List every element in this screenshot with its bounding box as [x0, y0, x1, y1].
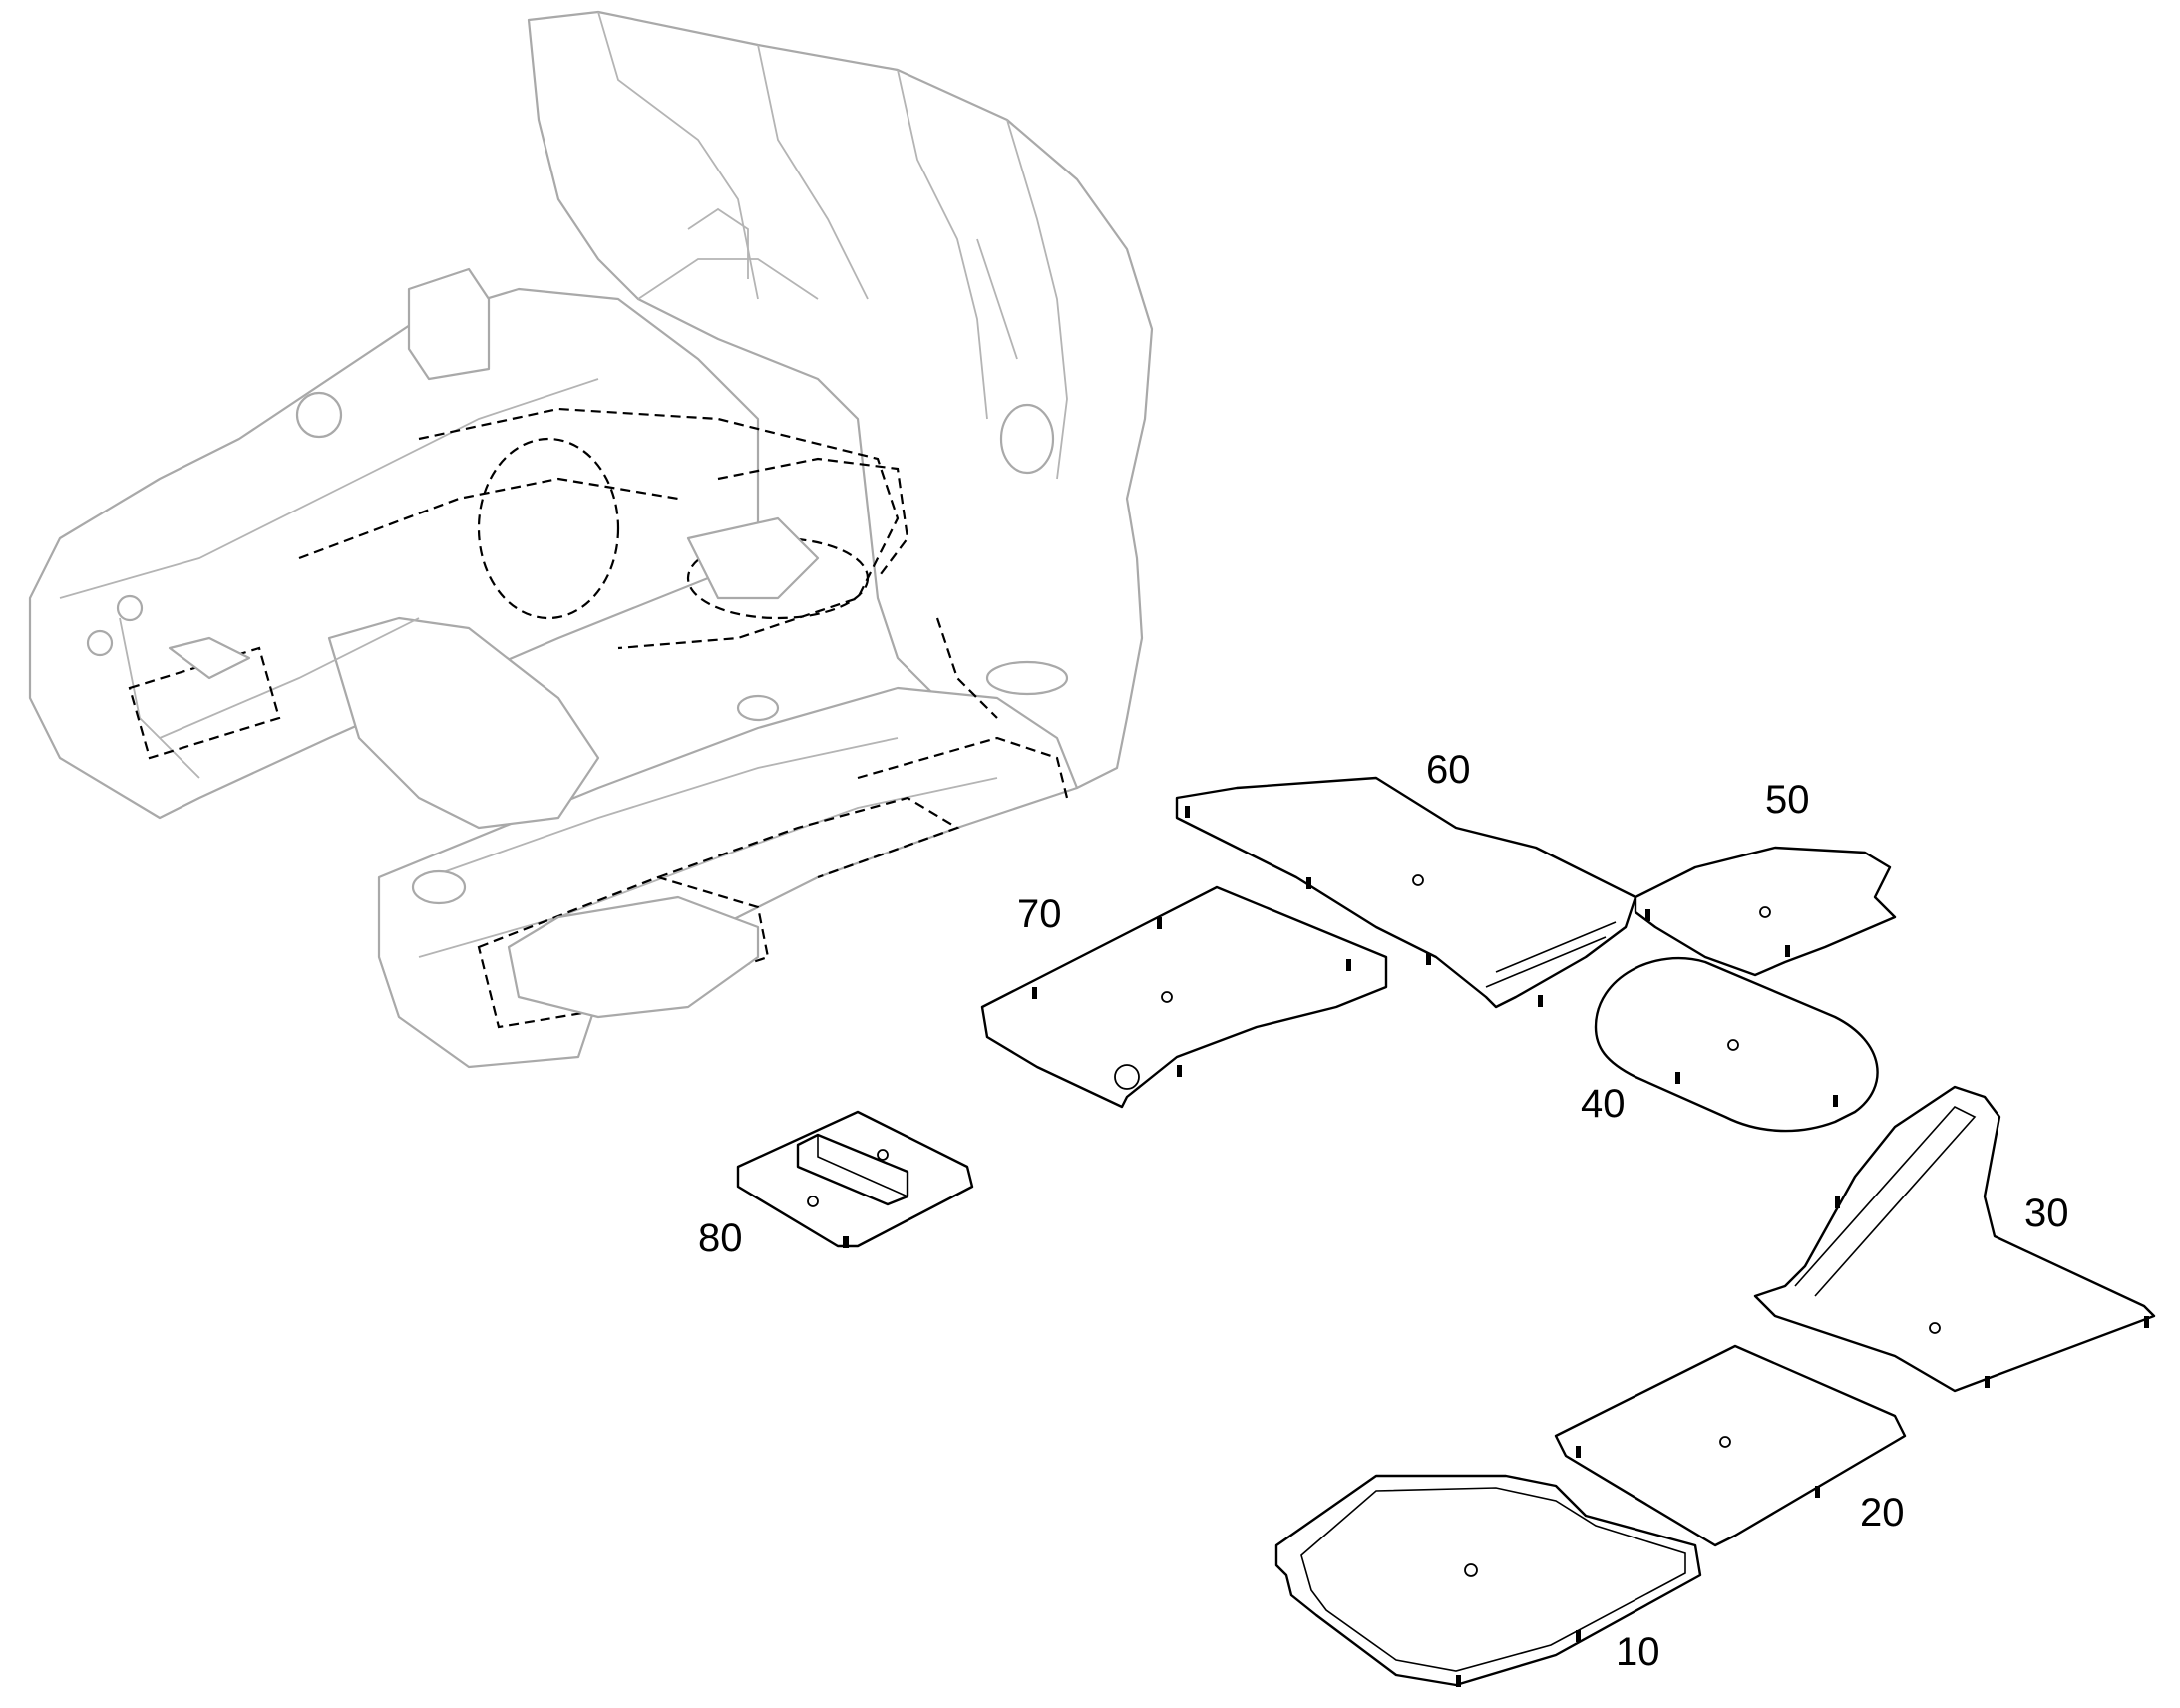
- plate-10: [1274, 1474, 1702, 1687]
- plate-50: [1634, 846, 1897, 977]
- plate-30: [1753, 1085, 2156, 1393]
- plate-80: [736, 1110, 974, 1248]
- label-70: 70: [1017, 892, 1062, 936]
- plate-40: [1594, 957, 1879, 1133]
- label-30: 30: [2024, 1192, 2069, 1235]
- label-80: 80: [698, 1216, 743, 1260]
- upper-frame-assembly: [28, 10, 1154, 1069]
- plate-70: [980, 885, 1388, 1109]
- label-50: 50: [1765, 778, 1810, 822]
- label-60: 60: [1426, 748, 1471, 792]
- label-40: 40: [1581, 1082, 1626, 1126]
- label-10: 10: [1616, 1630, 1660, 1674]
- plate-20: [1554, 1344, 1907, 1547]
- plate-60: [1175, 776, 1637, 1009]
- label-20: 20: [1860, 1491, 1905, 1535]
